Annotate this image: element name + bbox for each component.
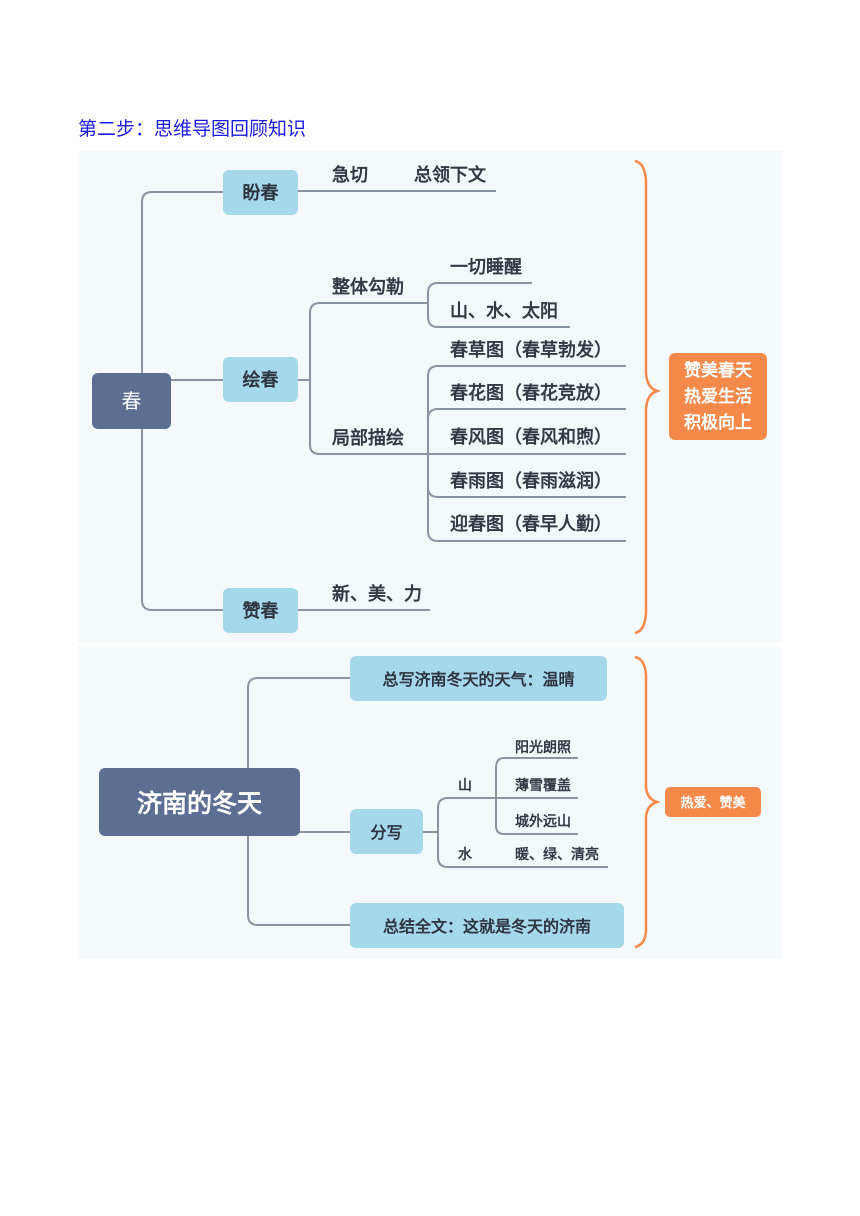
zanchun-item-1: 新、美、力 — [332, 583, 422, 605]
jubu-item-2: 春花图（春花竞放） — [450, 382, 612, 404]
zhengti-item-1: 一切睡醒 — [450, 257, 522, 278]
node-panchun — [223, 170, 298, 215]
node-summary-top-label: 总写济南冬天的天气：温晴 — [382, 670, 574, 689]
jubu-item-3: 春风图（春风和煦） — [450, 426, 612, 448]
connector-shan-3 — [495, 798, 578, 835]
node-huichun-label: 绘春 — [243, 369, 280, 391]
mindmap-spring: 春 盼春 急切 总领下文 绘春 整体勾勒 一切睡醒 山、水、太阳 局部描绘 春草… — [92, 159, 767, 635]
node-summary-top — [350, 656, 607, 701]
theme-box-spring — [669, 353, 767, 440]
summary-brace-winter — [634, 655, 662, 949]
jubu-item-4: 春雨图（春雨滋润） — [450, 470, 612, 492]
node-zanchun-label: 赞春 — [242, 600, 280, 622]
node-fenxie-label: 分写 — [370, 823, 402, 842]
connector-huichun-jubu — [309, 380, 428, 455]
zhengti-label: 整体勾勒 — [331, 276, 404, 298]
shan-item-1: 阳光朗照 — [515, 739, 571, 756]
connector-fenxie-shui — [437, 832, 608, 868]
theme-box-winter-label: 热爱、赞美 — [680, 795, 746, 811]
connector-root-zanchun — [141, 429, 224, 611]
connector-jubu-5 — [427, 454, 626, 542]
mindmap-spring-panel: 春 盼春 急切 总领下文 绘春 整体勾勒 一切睡醒 山、水、太阳 局部描绘 春草… — [78, 151, 782, 642]
node-panchun-label: 盼春 — [243, 182, 280, 204]
node-huichun — [223, 357, 298, 402]
panchun-item-1: 急切 — [332, 164, 368, 186]
node-zanchun — [223, 588, 298, 633]
node-summary-bottom — [350, 903, 624, 948]
connector-zhengti-1 — [427, 282, 532, 303]
shan-item-2: 薄雪覆盖 — [515, 777, 571, 794]
node-summary-bottom-label: 总结全文：这就是冬天的济南 — [383, 917, 591, 936]
theme-box-winter — [665, 787, 761, 817]
panchun-item-2: 总领下文 — [414, 164, 487, 186]
shui-item-1: 暖、绿、清亮 — [515, 846, 599, 863]
zhengti-item-2: 山、水、太阳 — [450, 300, 558, 322]
theme-line-1: 赞美春天 — [683, 360, 753, 381]
jubu-label: 局部描绘 — [332, 427, 404, 449]
root-node-winter-label: 济南的冬天 — [137, 789, 262, 818]
root-node-spring-label: 春 — [122, 389, 142, 413]
root-node-spring — [92, 373, 171, 429]
connector-zhengti-2 — [427, 303, 570, 328]
shui-label: 水 — [458, 846, 473, 863]
section-heading: 第二步：思维导图回顾知识 — [78, 118, 307, 140]
connector-root-panchun — [141, 191, 224, 375]
mindmap-winter-panel: 济南的冬天 总写济南冬天的天气：温晴 分写 山 阳光朗照 薄雪覆盖 城外远山 水… — [78, 647, 782, 959]
summary-brace — [634, 159, 662, 635]
connector-huichun-zhengti — [296, 302, 428, 381]
shan-item-3: 城外远山 — [515, 813, 571, 830]
theme-line-2: 热爱生活 — [684, 386, 752, 407]
node-fenxie — [350, 809, 423, 854]
jubu-item-1: 春草图（春草勃发） — [450, 339, 612, 361]
connector-root-top — [247, 677, 352, 769]
connector-root-bottom — [247, 835, 352, 926]
jubu-item-5: 迎春图（春早人勤） — [450, 513, 612, 535]
theme-line-3: 积极向上 — [684, 412, 752, 433]
connector-fenxie-shan — [422, 797, 488, 833]
root-node-winter — [99, 768, 300, 836]
mindmap-winter: 济南的冬天 总写济南冬天的天气：温晴 分写 山 阳光朗照 薄雪覆盖 城外远山 水… — [99, 655, 761, 949]
connector-shan-1 — [495, 757, 578, 798]
shan-label: 山 — [458, 778, 472, 794]
connector-jubu-1 — [427, 365, 626, 454]
connector-jubu-2 — [427, 408, 626, 454]
